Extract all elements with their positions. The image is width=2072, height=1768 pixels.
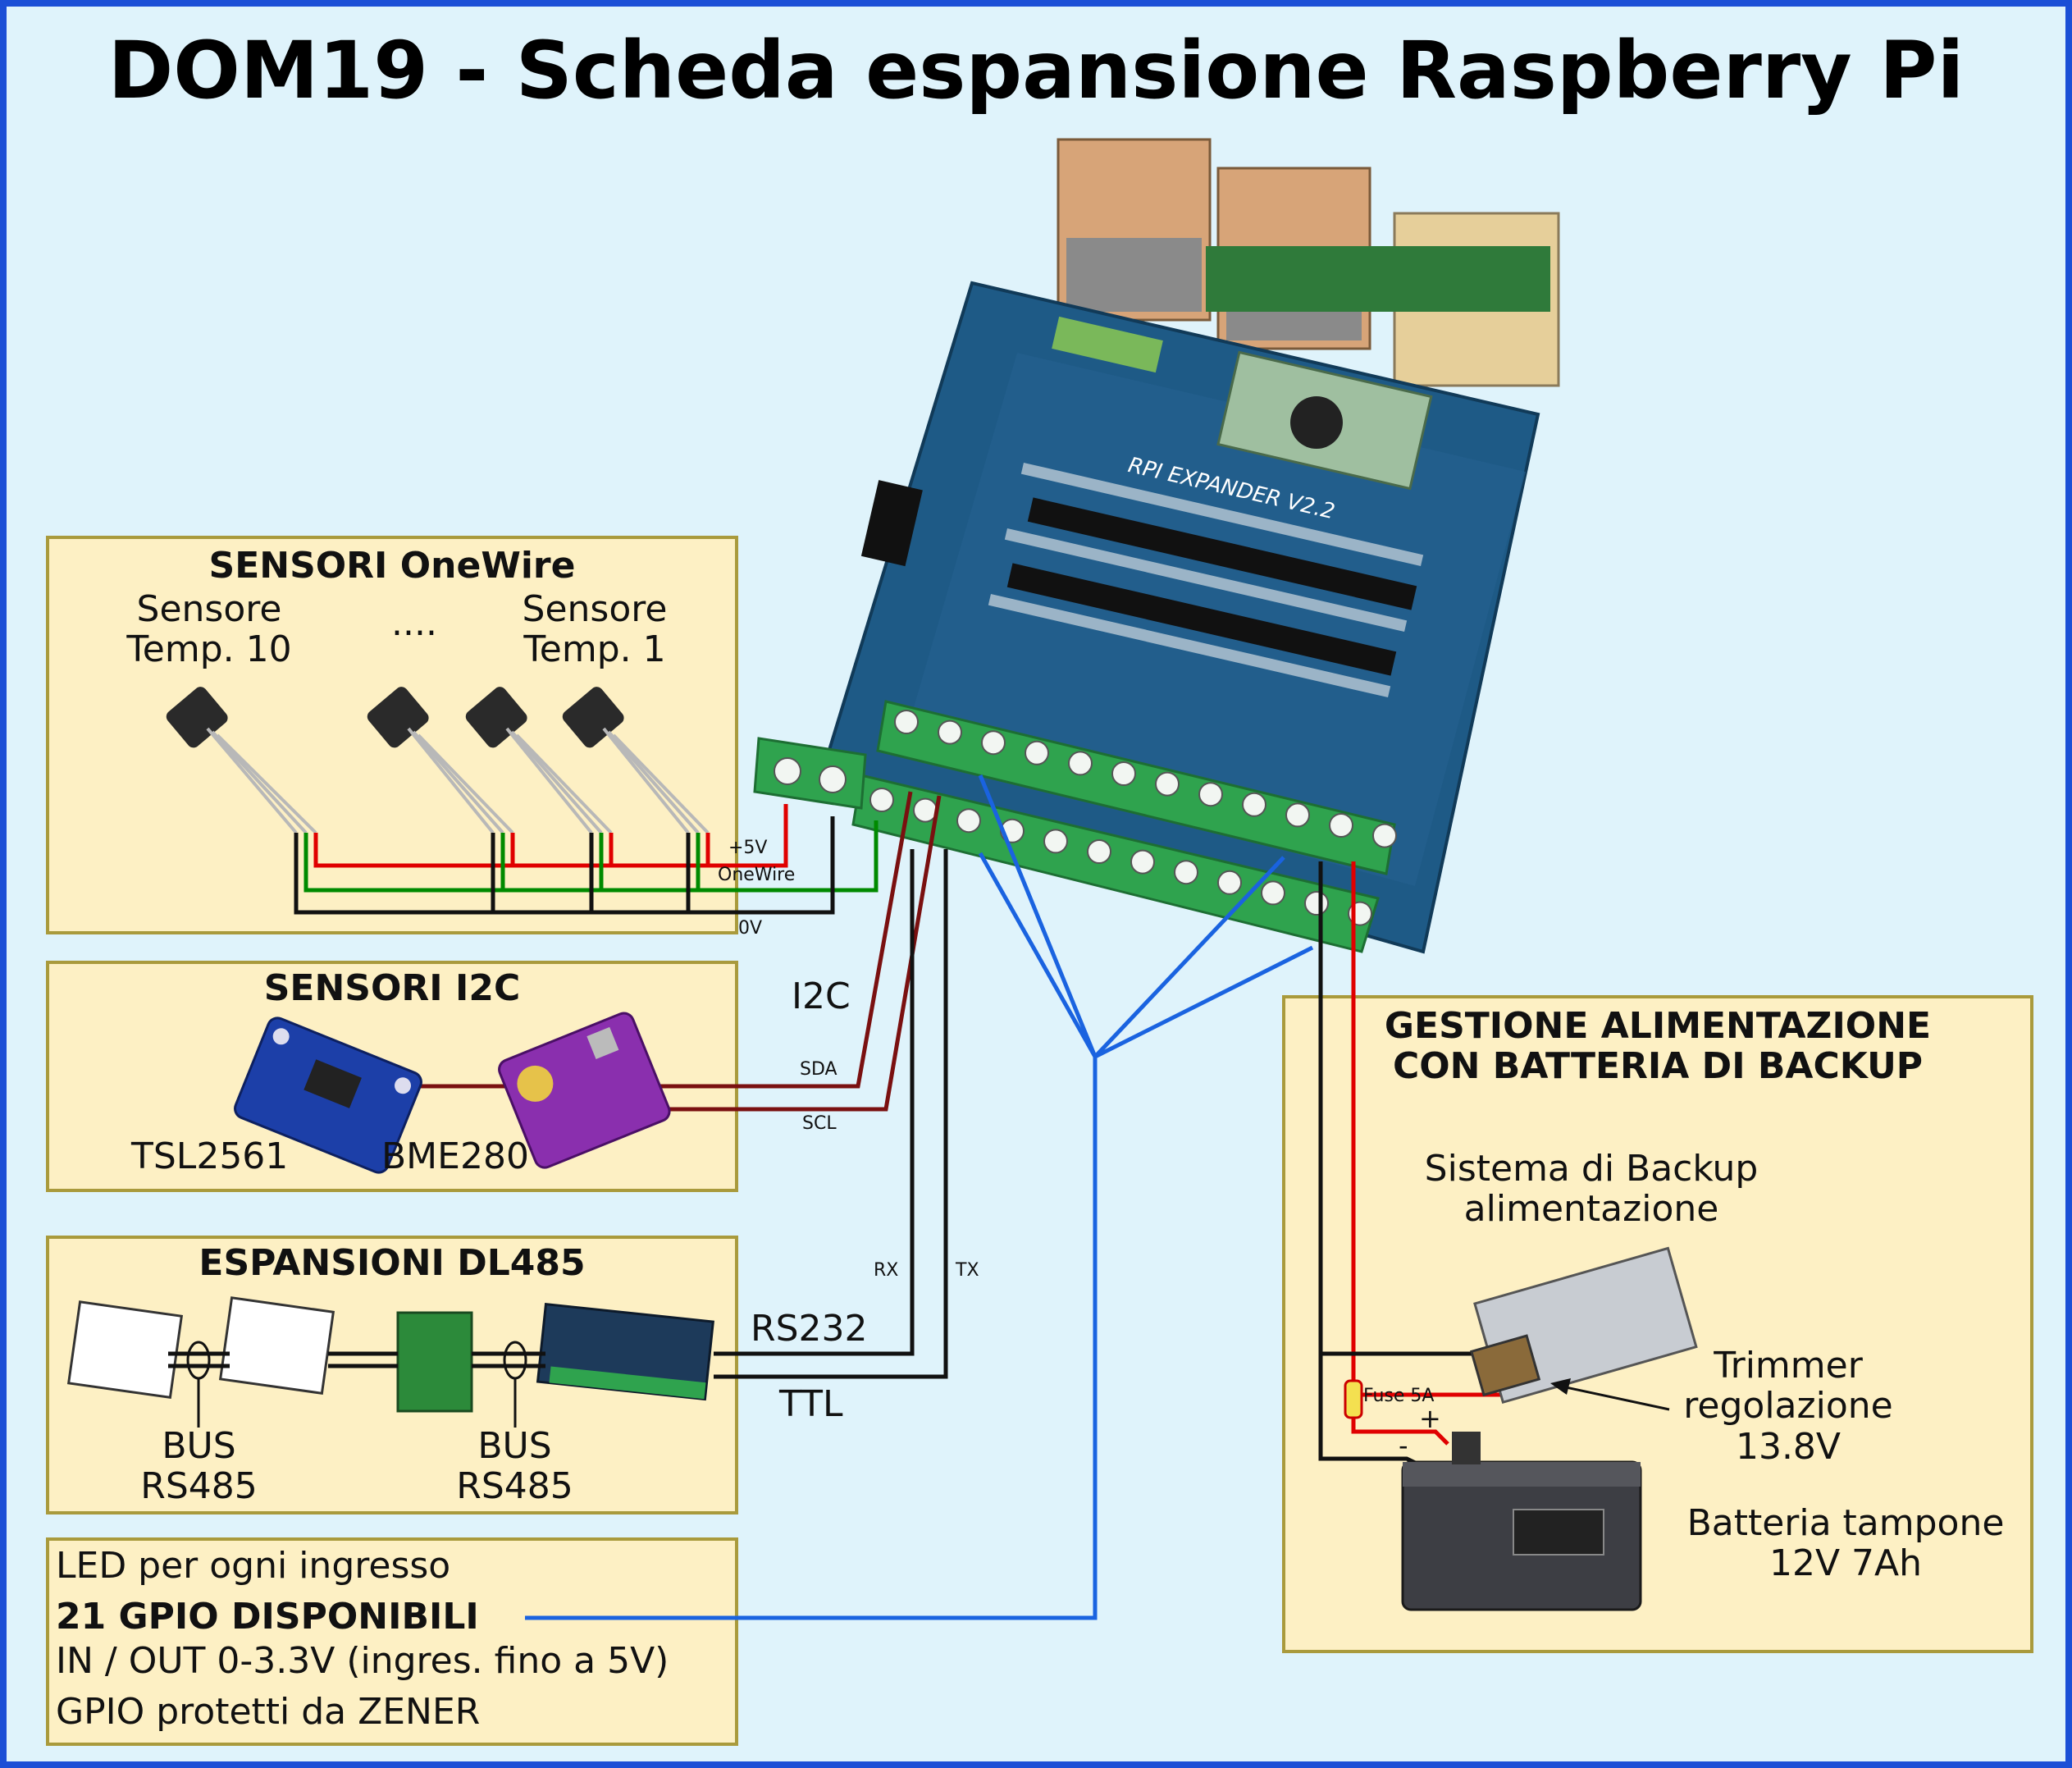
terminal-screw	[981, 730, 1006, 756]
terminal-screw	[1198, 782, 1223, 807]
gpio-wiring	[525, 774, 1314, 1620]
battery-minus-label: -	[1399, 1430, 1408, 1461]
rx-label: RX	[874, 1260, 899, 1281]
gpio-zener-text: GPIO protetti da ZENER	[56, 1691, 481, 1733]
raspberry-pi-ports	[1057, 138, 1560, 387]
fuse-label: Fuse 5A	[1363, 1386, 1435, 1406]
tsl2561-label: TSL2561	[131, 1135, 289, 1177]
terminal-screw	[1174, 860, 1198, 885]
terminal-screw	[938, 720, 962, 745]
jumper	[860, 480, 923, 567]
wire-5v-label: +5V	[728, 838, 768, 858]
rs485-wiring	[168, 1351, 545, 1368]
gpio-led-text: LED per ogni ingresso	[56, 1545, 451, 1587]
gpio-voltage-text: IN / OUT 0-3.3V (ingres. fino a 5V)	[56, 1640, 669, 1682]
ds18b20-sensor-icon	[166, 687, 317, 834]
ds18b20-sensors	[166, 687, 710, 834]
ds18b20-sensor-icon	[367, 687, 514, 834]
ds18b20-sensor-icon	[465, 687, 613, 834]
wire-0v-label: 0V	[738, 918, 763, 939]
panel-gpio	[46, 1537, 738, 1746]
rs232-label: RS232	[751, 1308, 868, 1350]
sda-label: SDA	[800, 1059, 837, 1080]
terminal-screw	[1304, 891, 1329, 916]
terminal-screw	[774, 757, 801, 785]
terminal-screw	[1155, 771, 1180, 797]
bme280-board	[498, 1012, 671, 1169]
terminal-screw	[913, 797, 938, 823]
terminal-screw	[1025, 740, 1049, 765]
onewire-heading: SENSORI OneWire	[208, 545, 576, 587]
diodes	[1006, 497, 1417, 676]
terminal-blocks	[753, 700, 1396, 953]
terminal-screw	[819, 765, 847, 793]
battery	[1401, 1432, 1642, 1611]
page-title: DOM19 - Scheda espansione Raspberry Pi	[107, 25, 1965, 116]
tx-label: TX	[956, 1260, 979, 1281]
terminal-screw	[956, 808, 981, 834]
scl-label: SCL	[802, 1113, 837, 1134]
terminal-screw	[1130, 849, 1155, 875]
dl485-heading: ESPANSIONI DL485	[199, 1242, 586, 1284]
terminal-screw	[1087, 839, 1111, 864]
terminal-screw	[1329, 813, 1353, 838]
fuse-icon	[1344, 1379, 1363, 1419]
power-supply	[1469, 1246, 1698, 1405]
ds18b20-sensor-icon	[562, 687, 710, 834]
bus-markers	[186, 1341, 527, 1428]
tsl2561-board	[234, 1016, 422, 1174]
terminal-screw	[1111, 761, 1136, 786]
battery-plus-label: +	[1419, 1403, 1441, 1434]
onewire-wiring	[294, 804, 879, 915]
trimmer-pointer	[1554, 1383, 1670, 1411]
terminal-screw	[1217, 870, 1242, 895]
component-rows	[988, 462, 1424, 698]
wire-onewire-label: OneWire	[718, 865, 796, 885]
sensor-ellipsis: ....	[391, 602, 437, 644]
dl485-modules	[66, 1296, 714, 1413]
ttl-label: TTL	[779, 1383, 843, 1425]
gpio-count-text: 21 GPIO DISPONIBILI	[56, 1596, 479, 1638]
i2c-bus-label: I2C	[792, 975, 851, 1017]
terminal-screw	[1242, 792, 1266, 817]
terminal-screw	[1043, 829, 1068, 854]
terminal-screw	[894, 710, 919, 734]
terminal-screw	[1372, 823, 1397, 848]
i2c-heading: SENSORI I2C	[263, 967, 521, 1009]
serial-wiring	[714, 849, 948, 1379]
terminal-screw	[1285, 802, 1310, 828]
terminal-screw	[869, 788, 894, 812]
bme280-label: BME280	[381, 1135, 529, 1177]
terminal-screw	[1261, 880, 1285, 906]
terminal-screw	[1068, 751, 1093, 776]
